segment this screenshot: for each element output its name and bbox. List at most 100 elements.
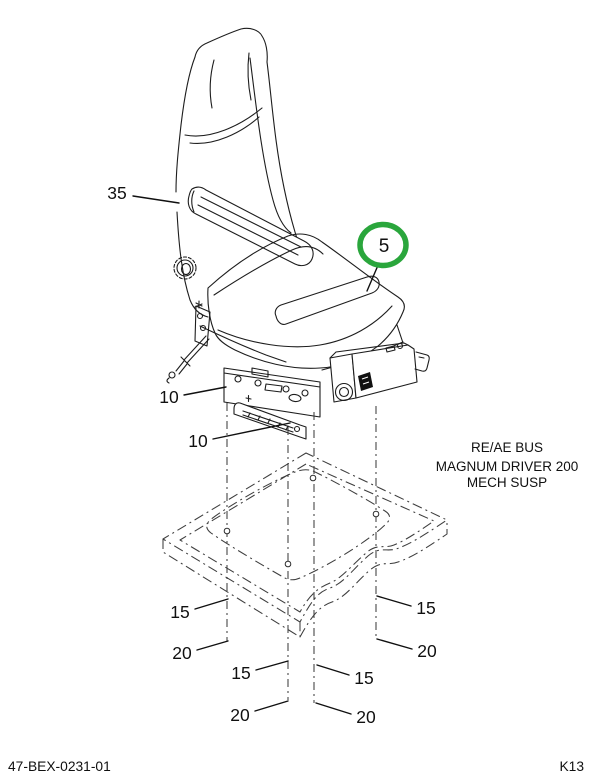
rail-slot	[264, 383, 283, 393]
note-line-2: MAGNUM DRIVER 200	[436, 459, 579, 474]
rail-oval-hole	[288, 393, 302, 403]
cushion-outline	[207, 233, 405, 369]
lever-grip	[175, 360, 188, 375]
document-code: 47-BEX-0231-01	[8, 759, 111, 774]
left-bracket	[194, 305, 211, 347]
armrest	[187, 186, 314, 267]
callout-bolt-inner-right: 20	[315, 702, 376, 727]
callout-label: 15	[170, 602, 189, 622]
page-code: K13	[559, 759, 584, 774]
headrest-panel-seam-right	[247, 52, 252, 101]
sticker-text-lines	[361, 376, 370, 385]
bracket-bolt	[199, 324, 207, 332]
seat-back-left-edge	[175, 56, 196, 193]
leader-line	[194, 598, 229, 610]
callout-label: 15	[354, 668, 373, 688]
callout-label: 15	[416, 598, 435, 618]
rail-bolt-lower	[245, 394, 252, 403]
lever-hook-curl	[166, 377, 170, 384]
leader-line	[212, 422, 291, 440]
mount-hook	[414, 351, 430, 372]
callout-label: 35	[107, 183, 126, 203]
suspension-base	[166, 300, 430, 440]
callout-label: 10	[159, 387, 179, 407]
cushion-stitch-panel	[274, 275, 380, 325]
leader-line	[366, 262, 380, 292]
highlight-circle	[357, 221, 409, 269]
callout-spacer-inner-left: 15	[231, 660, 289, 683]
front-rail-top-line	[223, 372, 321, 388]
lever-hook-tip	[168, 371, 176, 379]
callout-label: 15	[231, 663, 250, 683]
note-line-3: MECH SUSP	[467, 475, 547, 490]
knob-scallop-ring	[173, 256, 197, 280]
control-box-top-rim	[329, 342, 409, 359]
callout-bolt-outer-right: 20	[376, 638, 437, 661]
seat-pan-rim-left	[199, 325, 287, 363]
note-line-1: RE/AE BUS	[471, 440, 543, 455]
callout-label: 10	[188, 431, 208, 451]
callout-spacer-outer-left: 15	[170, 598, 229, 622]
floor-plate-recess	[206, 469, 391, 581]
bolt-tip	[284, 560, 292, 568]
slide-slot-top	[242, 410, 294, 429]
slide-bolt	[293, 425, 301, 433]
callout-slide-lower: 10	[188, 422, 291, 451]
leader-line	[315, 702, 352, 715]
suspension-dial-outer	[334, 382, 354, 402]
seat-back-outline	[194, 27, 309, 255]
callout-label: 20	[172, 643, 192, 663]
callout-label: 20	[230, 705, 250, 725]
callout-spacer-inner-right: 15	[316, 664, 374, 688]
callout-label: 20	[356, 707, 376, 727]
warning-sticker	[358, 372, 373, 391]
floor-plate-outline	[162, 452, 448, 623]
callout-label: 20	[417, 641, 437, 661]
callout-seat-assembly-highlighted: 5	[357, 221, 409, 292]
bolt-centerlines	[223, 403, 380, 703]
callout-spacer-outer-right: 15	[376, 595, 436, 618]
seat-cushion	[207, 233, 405, 369]
floor-plate-thickness	[162, 520, 448, 638]
bolt-tip	[372, 510, 380, 518]
leader-line	[183, 386, 227, 396]
slide-hatch	[247, 412, 289, 431]
rail-bolt	[234, 375, 242, 383]
box-top-bolt	[396, 342, 404, 350]
knob-center	[180, 262, 192, 276]
leader-line	[376, 595, 412, 607]
callout-slide-upper: 10	[159, 386, 227, 407]
callout-label: 5	[379, 236, 390, 257]
box-top-clip	[385, 345, 396, 353]
footer: 47-BEX-0231-01 K13	[8, 759, 584, 774]
armrest-outline	[187, 186, 314, 267]
bolt-tip	[223, 527, 231, 535]
leader-line	[316, 664, 350, 676]
note-block: RE/AE BUS MAGNUM DRIVER 200 MECH SUSP	[436, 440, 579, 490]
leader-line	[376, 638, 413, 650]
bracket-star-bolt	[194, 300, 203, 309]
cushion-bolster-seam	[213, 245, 324, 296]
suspension-dial-inner	[338, 386, 350, 398]
knob-ring	[176, 259, 194, 277]
headrest-shoulder-seam	[189, 116, 260, 144]
front-rail-face	[223, 367, 321, 418]
floor-plate-phantom	[162, 452, 448, 638]
seat-illustration	[173, 27, 405, 369]
bracket-bolt	[196, 312, 204, 320]
leader-line	[254, 700, 289, 712]
armrest-stripe-2	[197, 204, 299, 256]
floor-plate-rim	[179, 463, 435, 613]
rail-bolt	[282, 385, 290, 393]
control-box	[329, 342, 430, 403]
backrest-bolster-seam	[249, 57, 292, 234]
base-front-rail	[223, 367, 321, 418]
leader-line	[255, 660, 289, 671]
headrest-panel-seam-left	[209, 59, 215, 109]
front-rail-tab	[251, 367, 269, 378]
armrest-stripe-1	[200, 196, 302, 248]
rail-bolt	[254, 379, 262, 387]
callout-armrest: 35	[107, 183, 180, 204]
